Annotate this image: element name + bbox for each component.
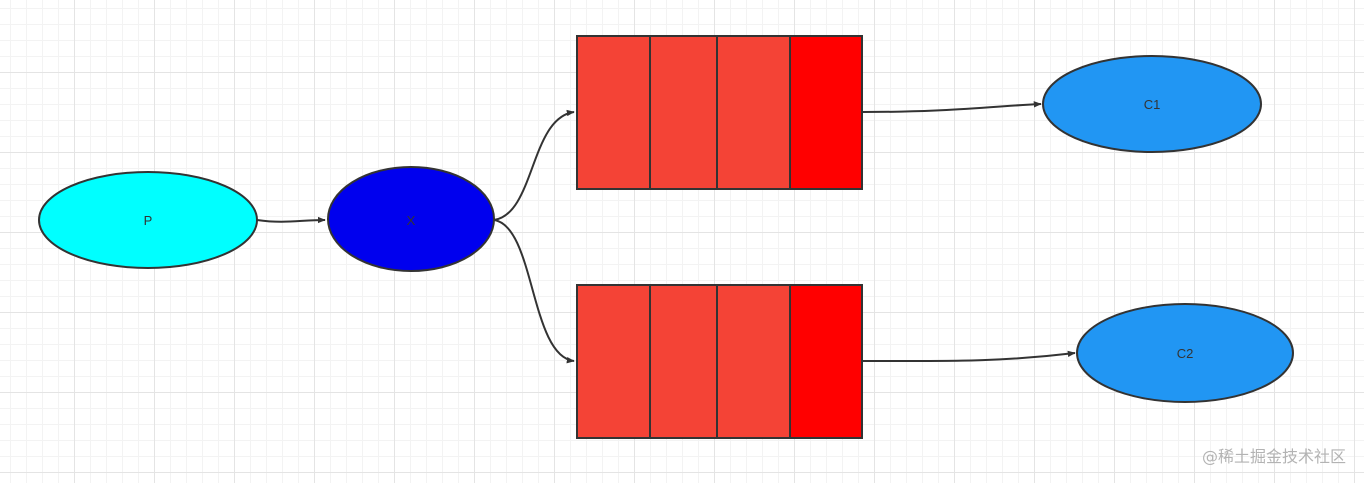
consumer-1-shape xyxy=(1042,55,1262,153)
queue-2[interactable] xyxy=(576,284,863,439)
queue-1-cell xyxy=(576,35,651,190)
queue-1-cell xyxy=(649,35,718,190)
exchange-label: X xyxy=(407,213,416,228)
consumer-1-node[interactable]: C1 xyxy=(1042,55,1262,153)
consumer-1-label: C1 xyxy=(1144,97,1161,112)
queue-2-cell xyxy=(716,284,791,439)
consumer-2-label: C2 xyxy=(1177,346,1194,361)
edge-x-to-queue1 xyxy=(493,109,575,221)
edge-x-to-queue2 xyxy=(493,219,575,364)
consumer-2-node[interactable]: C2 xyxy=(1076,303,1294,403)
queue-2-head-cell xyxy=(789,284,863,439)
edge-p-to-x xyxy=(256,216,326,224)
producer-node[interactable]: P xyxy=(38,171,258,269)
queue-2-cell xyxy=(649,284,718,439)
queue-2-cell xyxy=(576,284,651,439)
watermark-text: @稀土掘金技术社区 xyxy=(1201,447,1346,466)
queue-1-head-cell xyxy=(789,35,863,190)
producer-shape xyxy=(38,171,258,269)
exchange-node[interactable]: X xyxy=(327,166,495,272)
consumer-2-shape xyxy=(1076,303,1294,403)
edge-queue1-to-c1 xyxy=(861,101,1042,113)
queue-1[interactable] xyxy=(576,35,863,190)
edge-queue2-to-c2 xyxy=(861,350,1076,363)
exchange-shape xyxy=(327,166,495,272)
producer-label: P xyxy=(144,213,153,228)
queue-1-cell xyxy=(716,35,791,190)
